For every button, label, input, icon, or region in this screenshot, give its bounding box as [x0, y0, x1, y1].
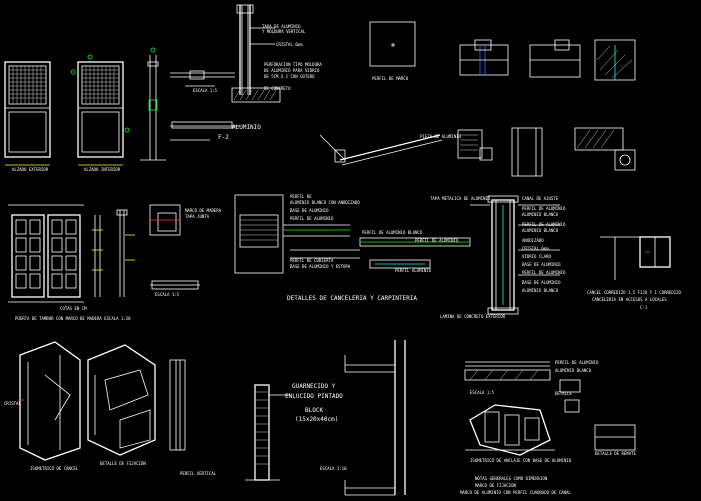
svg-text:DETALLE DE REMATE: DETALLE DE REMATE [595, 451, 637, 456]
box-detail: PERFIL DE MARCO [369, 21, 416, 81]
svg-text:ESCALA 1:10: ESCALA 1:10 [320, 466, 347, 471]
svg-text:PIEZA DE ALUMINIO: PIEZA DE ALUMINIO [420, 134, 462, 139]
svg-text:NOTAS GENERALES COMO DIMENSION: NOTAS GENERALES COMO DIMENSION [475, 476, 548, 481]
details-title: DETALLES DE CANCELERIA Y CARPINTERIA [287, 295, 417, 302]
door-elevation-right: ALZADO INTERIOR [70, 54, 130, 172]
block-wall-section: GUARNECIDO Y ENLUCIDO PINTADO BLOCK (15x… [245, 383, 343, 481]
svg-text:ALZADO INTERIOR: ALZADO INTERIOR [84, 167, 121, 172]
svg-text:PERFORACION TIPO MOLDURA: PERFORACION TIPO MOLDURA [264, 62, 322, 67]
svg-text:TAPA METALICA DE ALUMINIO: TAPA METALICA DE ALUMINIO [430, 196, 491, 201]
svg-text:TAPA DE ALUMINIO: TAPA DE ALUMINIO [262, 24, 301, 29]
wall-section-top: TAPA DE ALUMINIO Y MOLDURA VERTICAL CRIS… [231, 4, 322, 103]
diagonal-detail: PIEZA DE ALUMINIO [319, 134, 462, 166]
svg-text:PERFIL DE MARCO: PERFIL DE MARCO [372, 76, 409, 81]
svg-text:PERFIL DE ALUMINIO: PERFIL DE ALUMINIO [415, 238, 459, 243]
svg-text:LAMINA DE CONCRETO EXTERIOR: LAMINA DE CONCRETO EXTERIOR [440, 314, 506, 319]
isometric-panel-middle: DETALLE DE FIJACION PERFIL VERTICAL [87, 344, 217, 476]
svg-text:PERFIL DE ALUMINIO: PERFIL DE ALUMINIO [555, 360, 599, 365]
svg-text:ANODIZADO: ANODIZADO [522, 238, 544, 243]
aluminio-note: ALUMINIO [232, 124, 261, 131]
svg-text:Y MOLDURA VERTICAL: Y MOLDURA VERTICAL [262, 29, 306, 34]
svg-text:ALUMINIO BLANCO: ALUMINIO BLANCO [522, 212, 559, 217]
guarnecido-1: GUARNECIDO Y [292, 383, 336, 390]
window-elevation-left: COTAS EN CM PUERTA DE TAMBOR CON MARCO D… [8, 204, 131, 321]
svg-text:PERFIL VERTICAL: PERFIL VERTICAL [180, 471, 217, 476]
svg-text:ISOMETRICO DE ANCLAJE CON BASE: ISOMETRICO DE ANCLAJE CON BASE DE ALUMIN… [470, 458, 572, 463]
svg-text:ISOMETRICO DE CANCEL: ISOMETRICO DE CANCEL [30, 466, 79, 471]
cristal-note: CRISTAL 6mm [276, 42, 303, 47]
svg-text:DE CONCRETO: DE CONCRETO [264, 86, 291, 91]
mid-right-details [457, 127, 636, 177]
svg-text:BASE DE ALUMINIO: BASE DE ALUMINIO [290, 208, 329, 213]
svg-text:PERFIL DE: PERFIL DE [290, 194, 312, 199]
svg-text:PERFIL DE ALUMINIO: PERFIL DE ALUMINIO [290, 216, 334, 221]
svg-text:ALUMINIO BLANCO: ALUMINIO BLANCO [522, 228, 559, 233]
svg-text:MARCO DE FIJACION: MARCO DE FIJACION [475, 483, 517, 488]
svg-text:BASE DE ALUMINIO: BASE DE ALUMINIO [522, 280, 561, 285]
bottom-right-beams: PERFIL DE ALUMINIO ALUMINIO BLANCO DETAL… [460, 360, 637, 495]
svg-text:TAPA JUNTA: TAPA JUNTA [185, 214, 210, 219]
svg-text:PERFIL DE CUBIERTA: PERFIL DE CUBIERTA [290, 258, 334, 263]
svg-text:ESCALA 1:5: ESCALA 1:5 [470, 390, 495, 395]
door-vertical-section [140, 47, 166, 161]
svg-text:DE 5CM X 1 CON GOTERO: DE 5CM X 1 CON GOTERO [264, 74, 315, 79]
svg-text:ALZADO EXTERIOR: ALZADO EXTERIOR [12, 167, 49, 172]
svg-text:BASE DE ALUMINIO Y ESTOPA: BASE DE ALUMINIO Y ESTOPA [290, 264, 351, 269]
svg-text:ALUMINIO BLANCO: ALUMINIO BLANCO [555, 368, 592, 373]
svg-text:PUERTA DE TAMBOR CON MARCO DE: PUERTA DE TAMBOR CON MARCO DE MADERA ESC… [15, 316, 131, 321]
cancel-symbol: CANCEL CORREDIZO 1.5 FIJO Y 1 CORREDIZO … [587, 236, 682, 310]
window-dimension-column [92, 209, 135, 297]
center-detail-block: PERFIL DE ALUMINIO BLANCO CON ANODIZADO … [234, 194, 471, 302]
f2-label-row: ALUMINIO F-2 [170, 121, 261, 141]
frame-corner-detail: MARCO DE MADERA TAPA JUNTA ESCALA 1:5 [149, 204, 222, 297]
tall-column-section: ESCALA 1:10 [320, 340, 406, 496]
p2-title: F-2 [218, 134, 229, 141]
svg-text:DETALLE DE FIJACION: DETALLE DE FIJACION [100, 461, 146, 466]
svg-text:COTAS EN CM: COTAS EN CM [60, 306, 87, 311]
cancel-note-1: CANCEL CORREDIZO 1.5 FIJO Y 1 CORREDIZO [587, 290, 682, 295]
svg-text:BASE DE ALUMINIO: BASE DE ALUMINIO [522, 262, 561, 267]
svg-text:PERFIL DE ALUMINIO: PERFIL DE ALUMINIO [522, 206, 566, 211]
svg-text:PERFIL ALUMINIO: PERFIL ALUMINIO [395, 268, 432, 273]
svg-text:CRISTAL: CRISTAL [4, 401, 21, 406]
svg-text:ESCALA 1:5: ESCALA 1:5 [155, 292, 180, 297]
tall-vertical-section: TAPA METALICA DE ALUMINIO CANAL DE AJUST… [430, 195, 566, 319]
svg-text:ALUMINIO BLANCO CON ANODIZADO: ALUMINIO BLANCO CON ANODIZADO [290, 200, 360, 205]
svg-text:PERFIL DE ALUMINIO BLANCO: PERFIL DE ALUMINIO BLANCO [362, 230, 423, 235]
svg-text:DE ALUMINIO PARA VIDRIO: DE ALUMINIO PARA VIDRIO [264, 68, 320, 73]
top-right-details [459, 39, 636, 81]
svg-text:CRISTAL 6mm: CRISTAL 6mm [522, 246, 549, 251]
top-frame-detail: ESCALA 1:5 [170, 70, 235, 93]
svg-text:ALUMINIO BLANCO: ALUMINIO BLANCO [522, 288, 559, 293]
svg-text:DETALLE: DETALLE [555, 391, 572, 396]
svg-text:PERFIL DE ALUMINIO: PERFIL DE ALUMINIO [522, 270, 566, 275]
door-elevation-left: ALZADO EXTERIOR [4, 61, 51, 172]
cancel-note-3: C-1 [640, 305, 648, 310]
isometric-panel-left: CRISTAL ISOMETRICO DE CANCEL [4, 341, 81, 471]
block-label-1: BLOCK [305, 407, 323, 414]
svg-text:CANAL DE AJUSTE: CANAL DE AJUSTE [522, 196, 559, 201]
cancel-note-2: CANCELERIA EN ACCESOS A LOCALES [592, 297, 667, 302]
guarnecido-2: ENLUCIDO PINTADO [285, 393, 343, 400]
svg-text:PERFIL DE ALUMINIO: PERFIL DE ALUMINIO [522, 222, 566, 227]
svg-text:VIDRIO CLARO: VIDRIO CLARO [522, 254, 551, 259]
svg-text:MARCO DE MADERA: MARCO DE MADERA [185, 208, 222, 213]
svg-text:MARCO DE ALUMINIO CON PERFIL C: MARCO DE ALUMINIO CON PERFIL CUADRADO DE… [460, 490, 571, 495]
block-label-2: (15x20x40cm) [295, 416, 338, 423]
svg-text:ESCALA 1:5: ESCALA 1:5 [193, 88, 218, 93]
